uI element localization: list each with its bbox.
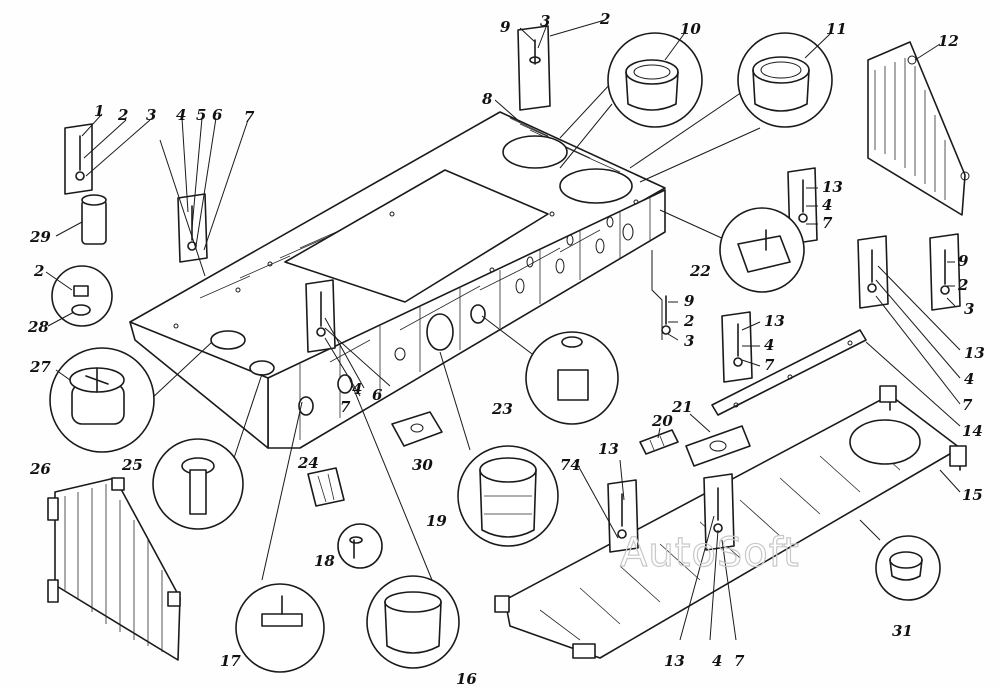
callout-21: 21: [671, 398, 693, 416]
callout-2: 2: [117, 106, 128, 124]
callout-15: 15: [962, 486, 983, 504]
callout-4: 4: [176, 106, 186, 124]
callout-23: 23: [491, 400, 513, 418]
callout-8: 8: [482, 90, 493, 108]
callout-7: 7: [244, 108, 255, 126]
side-panel-26: [47, 477, 181, 661]
callout-7: 7: [340, 398, 351, 416]
callout-4: 4: [352, 380, 362, 398]
bracket-22: [659, 207, 805, 293]
callout-12: 12: [938, 32, 959, 50]
callout-16: 16: [456, 670, 477, 688]
callout-2: 2: [599, 10, 610, 28]
callout-74: 74: [560, 456, 581, 474]
callout-18: 18: [314, 552, 335, 570]
bracket-20: [639, 429, 679, 455]
bolt-card-right: [929, 233, 961, 311]
callout-24: 24: [297, 454, 319, 472]
callout-19: 19: [426, 512, 447, 530]
callout-3: 3: [540, 12, 550, 30]
bolt-card-mid: [305, 279, 336, 353]
callout-31: 31: [892, 622, 913, 640]
callout-29: 29: [29, 228, 51, 246]
callout-14: 14: [962, 422, 983, 440]
callout-5: 5: [196, 106, 206, 124]
callout-9: 9: [958, 252, 969, 270]
callout-10: 10: [680, 20, 701, 38]
callout-2: 2: [683, 312, 694, 330]
callout-6: 6: [212, 106, 223, 124]
dashboard-panel: [129, 111, 666, 449]
callout-22: 22: [689, 262, 711, 280]
bolt-card-center-right: [721, 311, 753, 383]
callout-6: 6: [372, 386, 383, 404]
callout-4: 4: [822, 196, 832, 214]
bolt-card-13-4-7: [857, 235, 889, 309]
callout-7: 7: [962, 396, 973, 414]
callout-labels: 9 3 2 10 11 12 8 1 2 3 4 5 6 7 29 2 28 2…: [27, 10, 985, 688]
callout-26: 26: [29, 460, 51, 478]
leader-lines: [45, 19, 961, 641]
callout-2: 2: [957, 276, 968, 294]
callout-11: 11: [826, 20, 847, 38]
callout-3: 3: [146, 106, 156, 124]
grommet-31: [859, 519, 941, 601]
callout-25: 25: [121, 456, 143, 474]
callout-4: 4: [712, 652, 722, 670]
bolt-card-9-2-3: [651, 250, 671, 340]
callout-9: 9: [684, 292, 695, 310]
spacer-29: [81, 194, 107, 245]
plate-30: [391, 411, 443, 447]
callout-30: 30: [412, 456, 433, 474]
switch-27: [49, 341, 213, 453]
callout-13: 13: [964, 344, 985, 362]
watermark: AutoSoft: [620, 530, 800, 576]
callout-13: 13: [664, 652, 685, 670]
gauge-housing-11: [629, 32, 833, 183]
callout-13: 13: [822, 178, 843, 196]
bolt-card-top: [517, 25, 551, 111]
label-plate-24: [307, 467, 345, 507]
callout-27: 27: [29, 358, 51, 376]
lamp-16: [349, 379, 460, 669]
bolt-card-left: [64, 123, 93, 195]
callout-3: 3: [684, 332, 694, 350]
callout-7: 7: [822, 214, 833, 232]
switch-17: [235, 401, 325, 673]
callout-2: 2: [33, 262, 44, 280]
gauge-19: [439, 351, 559, 547]
side-panel-12: [867, 41, 970, 216]
bolt-group-28: [51, 265, 113, 327]
button-25: [152, 373, 263, 530]
callout-28: 28: [27, 318, 49, 336]
strip-14: [711, 329, 867, 416]
callout-9: 9: [500, 18, 511, 36]
callout-7: 7: [734, 652, 745, 670]
rivet-18: [337, 523, 383, 569]
callout-7: 7: [764, 356, 775, 374]
callout-13: 13: [764, 312, 785, 330]
callout-3: 3: [964, 300, 974, 318]
plate-21: [685, 425, 751, 467]
callout-20: 20: [651, 412, 673, 430]
callout-1: 1: [94, 102, 104, 120]
callout-17: 17: [220, 652, 241, 670]
callout-4: 4: [964, 370, 974, 388]
gauge-housing-10: [559, 32, 703, 169]
callout-13: 13: [598, 440, 619, 458]
relay-23: [481, 315, 619, 425]
callout-4: 4: [764, 336, 774, 354]
bolt-card-bottom-right: [703, 473, 735, 551]
